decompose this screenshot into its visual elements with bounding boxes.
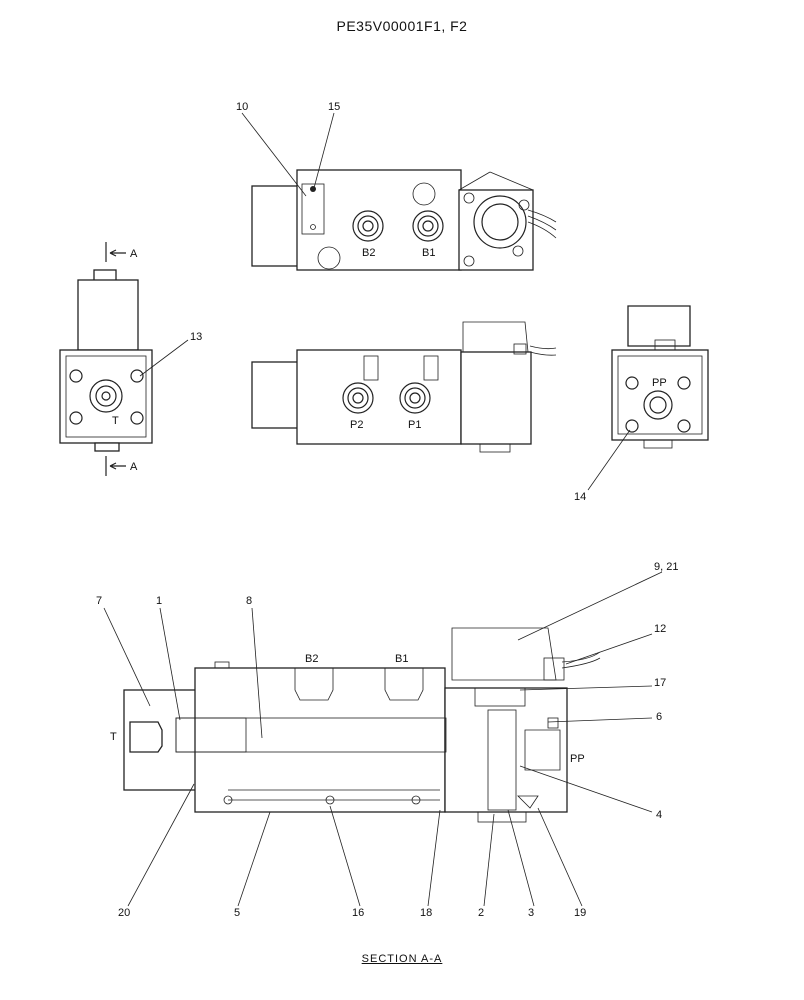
callout-20: 20 xyxy=(118,907,130,919)
section-port-b1: B1 xyxy=(395,653,408,665)
callout-8: 8 xyxy=(246,595,252,607)
callout-19: 19 xyxy=(574,907,586,919)
port-b1-top xyxy=(412,210,444,242)
port-p2-front xyxy=(342,382,374,414)
port-label-t-left: T xyxy=(112,415,119,427)
port-label-b2-top: B2 xyxy=(362,247,375,259)
callout-17: 17 xyxy=(654,677,666,689)
section-view: B2 B1 T PP 7 1 8 9, 21 12 17 6 4 20 5 16… xyxy=(96,561,678,919)
callout-7: 7 xyxy=(96,595,102,607)
callout-13: 13 xyxy=(190,331,202,343)
callout-9-21: 9, 21 xyxy=(654,561,678,573)
port-label-pp-right: PP xyxy=(652,377,667,389)
section-port-pp: PP xyxy=(570,753,585,765)
callout-6: 6 xyxy=(656,711,662,723)
port-label-p2: P2 xyxy=(350,419,363,431)
section-caption: SECTION A-A xyxy=(361,953,443,965)
drawing-title: PE35V00001F1, F2 xyxy=(336,18,468,34)
callout-15: 15 xyxy=(328,101,340,113)
callout-1: 1 xyxy=(156,595,162,607)
port-p1-front xyxy=(399,382,431,414)
port-b2-top xyxy=(352,210,384,242)
callout-5: 5 xyxy=(234,907,240,919)
right-view: PP 14 xyxy=(574,305,709,503)
left-view: T 13 A A xyxy=(59,242,202,476)
callout-4: 4 xyxy=(656,809,662,821)
front-view: P2 P1 xyxy=(251,321,557,453)
section-port-b2: B2 xyxy=(305,653,318,665)
callout-12: 12 xyxy=(654,623,666,635)
port-label-p1: P1 xyxy=(408,419,421,431)
callout-16: 16 xyxy=(352,907,364,919)
section-mark-a-bottom: A xyxy=(130,461,138,473)
callout-2: 2 xyxy=(478,907,484,919)
top-view: B2 B1 10 15 xyxy=(236,101,557,271)
callout-3: 3 xyxy=(528,907,534,919)
callout-18: 18 xyxy=(420,907,432,919)
callout-14: 14 xyxy=(574,491,586,503)
section-port-t: T xyxy=(110,731,117,743)
callout-10: 10 xyxy=(236,101,248,113)
port-label-b1-top: B1 xyxy=(422,247,435,259)
section-mark-a-top: A xyxy=(130,248,138,260)
